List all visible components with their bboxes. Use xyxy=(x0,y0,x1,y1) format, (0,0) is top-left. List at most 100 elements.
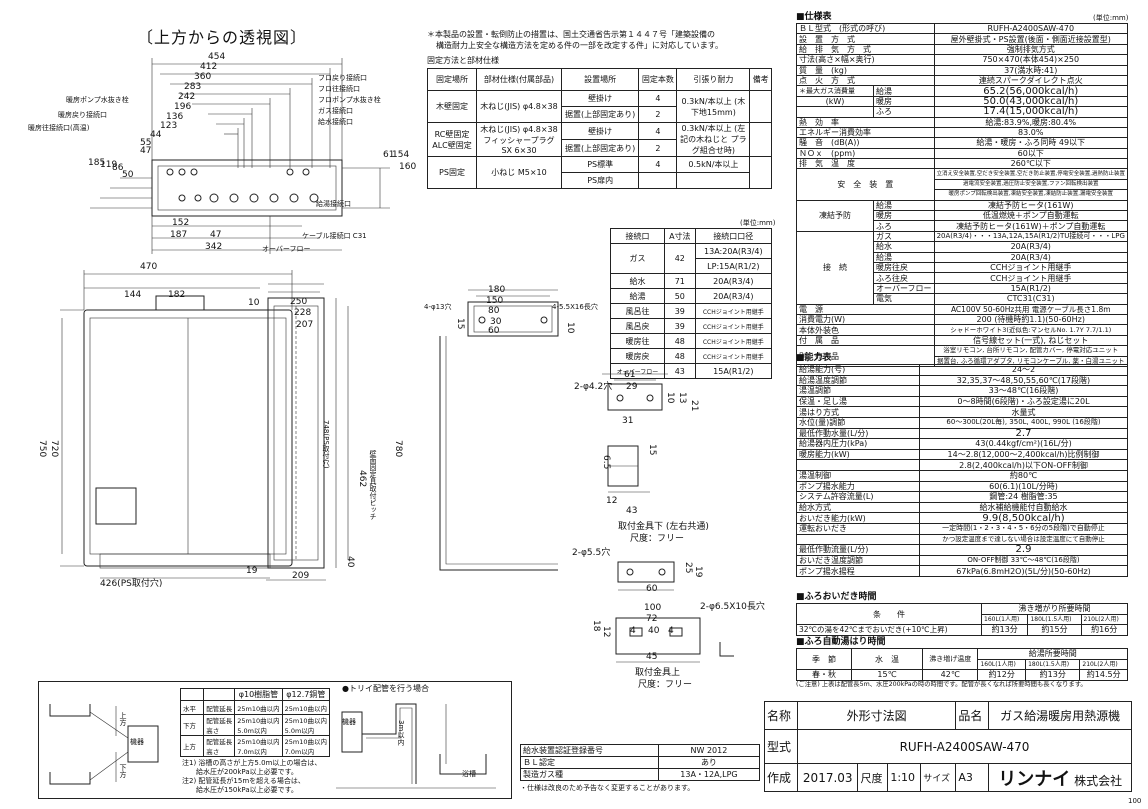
fix-cell: PS固定 xyxy=(427,156,477,189)
spec-key: ＢＬ型式 (形式の呼び) xyxy=(796,22,935,35)
cell: 上方 xyxy=(179,735,205,757)
fix-cell: 2 xyxy=(638,139,678,157)
front-dim-144: 144 xyxy=(124,290,142,300)
cell: 配管延長 高さ xyxy=(203,735,236,757)
perf-val: 32,35,37～48,50,55,60℃(17段階) xyxy=(919,374,1128,387)
front-dim-470: 470 xyxy=(140,262,158,272)
conn-cell: 13A:20A(R3/4) xyxy=(694,243,773,259)
company-cell: リンナイ 株式会社 xyxy=(988,763,1132,792)
label-furo-pump-drain: フロポンプ水抜き栓 xyxy=(318,96,381,104)
fitting3-hole: 2-φ6.5X10長穴 xyxy=(700,602,765,612)
conn-cell: 風呂往 xyxy=(610,303,665,319)
table-row: 設 置 方 式屋外壁掛式・PS設置(後面・側面近接設置型) xyxy=(796,33,1128,45)
fix-cell xyxy=(749,122,772,157)
fitting3-dim-40: 40 xyxy=(648,626,660,636)
top-dim-154: 154 xyxy=(392,150,410,160)
table-row: 32℃の湯を42℃までおいだき(+10℃上昇)約13分約15分約16分 xyxy=(796,624,1129,636)
spec-key: 本体外装色 xyxy=(796,324,935,336)
fitting1-dim-6-5: 6.5 xyxy=(601,455,611,470)
spec-val: 過電流安全装置,過圧防止安全装置,ファン回転検出装置 xyxy=(933,178,1128,191)
conn-cell: 39 xyxy=(663,318,696,334)
furo-time-table: 条 件沸き増がり所要時間 160L(1人用)180L(1.5人用)210L(2人… xyxy=(796,602,1129,636)
fitting3-dim-12: 12 xyxy=(601,626,611,638)
conn-cell: CCHジョイント用継手 xyxy=(694,318,773,334)
spec-sub: 給湯 xyxy=(873,85,935,97)
fitting1-dim-31: 31 xyxy=(622,416,634,426)
side-dim-40: 40 xyxy=(345,556,355,568)
cell: 配管延長 高さ xyxy=(203,714,236,736)
conn-cell: 48 xyxy=(663,348,696,364)
table-row: 寸法(高さ×幅×奥行)750×470(本体454)×250 xyxy=(796,54,1128,66)
cell: 春・秋 xyxy=(796,669,852,681)
perf-key xyxy=(796,459,920,471)
fix-cell: 木ねじ(JIS) φ4.8×38 フィッシャープラグSX 6×30 xyxy=(476,122,562,157)
spec-key: 凍結予防 xyxy=(795,199,875,232)
made-label: 作成 xyxy=(764,763,798,792)
top-dim-454: 454 xyxy=(208,52,226,62)
product-name: ガス給湯暖房用熱源機 xyxy=(988,701,1132,730)
conn-header: 接続口 A寸法 接続口口径 xyxy=(610,228,773,244)
fitting-upper-drawing xyxy=(615,617,734,663)
fix-cell: 壁掛け xyxy=(560,90,640,107)
side-dim-209: 209 xyxy=(292,571,310,581)
size-value: A3 xyxy=(955,763,990,792)
fix-cell xyxy=(749,156,772,189)
spec-val: 低温燃焼＋ポンプ自動運転 xyxy=(933,210,1128,222)
table-row: おいだき能力(kW)9.9(8,500kcal/h) xyxy=(796,512,1128,524)
cell: φ12.7銅管 xyxy=(281,688,331,701)
side-dim-228: 228 xyxy=(294,308,312,318)
spec-key: 給 排 気 方 式 xyxy=(796,43,935,56)
fix-cell: 0.3kN/本以上 (左記の木ねじと プラグ組合せ時) xyxy=(676,122,751,157)
table-row: 型式 RUFH-A2400SAW-470 xyxy=(764,729,1132,764)
table-row: 点 火 方 式連続スパークダイレクト点火 xyxy=(796,74,1128,87)
table-row: 質 量 (kg)37(満水時:41) xyxy=(796,64,1128,76)
side-dim-10: 10 xyxy=(248,298,260,308)
trap-diagram xyxy=(336,703,496,789)
fitting1-dim-21: 21 xyxy=(689,400,699,412)
fix-cell: 据置(上部固定あり) xyxy=(560,106,640,123)
spec-key: 質 量 (kg) xyxy=(796,64,935,76)
spec-val: 連続スパークダイレクト点火 xyxy=(933,74,1128,87)
perf-val: 33～48℃(16段階) xyxy=(919,385,1128,397)
fitting3-dim-4a: 4 xyxy=(630,626,636,636)
top-dim-47: 47 xyxy=(140,146,152,156)
perf-key: 最低作動水量(L/分) xyxy=(796,427,920,440)
perf-key: 給湯温度調節 xyxy=(796,374,920,387)
table-row: かつ設定温度まで達しない場合は設定温度にて自動停止 xyxy=(796,533,1128,546)
conn-cell: 71 xyxy=(663,273,696,289)
spec-key: 騒 音 (dB(A)) xyxy=(796,137,935,149)
perf-key: 給湯能力(号) xyxy=(796,364,920,376)
table-row: ＢＬ型式 (形式の呼び)RUFH-A2400SAW-470 xyxy=(796,22,1128,35)
spec-key: エネルギー消費効率 xyxy=(796,126,935,139)
side-dim-748: 748(PS取付穴) xyxy=(322,420,330,469)
perf-key: ポンプ揚水揚程 xyxy=(796,565,920,577)
piping-note-3: 注2) 配管延長が15mを超える場合は、 xyxy=(182,777,305,785)
company-logo: リンナイ xyxy=(998,768,1071,790)
fitting2-hole: 2-φ5.5穴 xyxy=(572,548,611,558)
cell: ＢＬ認定 xyxy=(520,756,659,769)
conn-cell: CCHジョイント用継手 xyxy=(694,333,773,349)
table-row: PS扉内 xyxy=(428,172,772,189)
product-label: 品名 xyxy=(955,701,990,730)
side-note-pitch: 壁面固定具取付ピッチ xyxy=(369,450,377,520)
perf-key: 湯温調節 xyxy=(796,385,920,397)
spec-key: 消費電力(W) xyxy=(796,313,935,326)
fitting1-dim-61: 61 xyxy=(624,370,636,380)
trap-heat-label: 機器 xyxy=(342,718,356,726)
title-block: 名称 外形寸法図 品名 ガス給湯暖房用熱源機 型式 RUFH-A2400SAW-… xyxy=(764,701,1132,792)
cell: 約13分 xyxy=(1025,669,1081,681)
front-view-drawing xyxy=(60,270,349,581)
fix-cell: 0.5kN/本以上 xyxy=(676,156,751,173)
model-value: RUFH-A2400SAW-470 xyxy=(797,729,1132,764)
front-dim-182: 182 xyxy=(168,290,186,300)
fitting3-dim-72: 72 xyxy=(646,614,658,624)
conn-cell: 15A(R1/2) xyxy=(694,363,773,379)
table-row: 湯はり方式水量式 xyxy=(796,406,1128,418)
perf-val: 水量式 xyxy=(919,406,1128,418)
fitting-mid-drawing xyxy=(617,561,675,591)
date-value: 2017.03 xyxy=(796,763,859,792)
perf-key: 運転おいだき xyxy=(796,522,920,535)
